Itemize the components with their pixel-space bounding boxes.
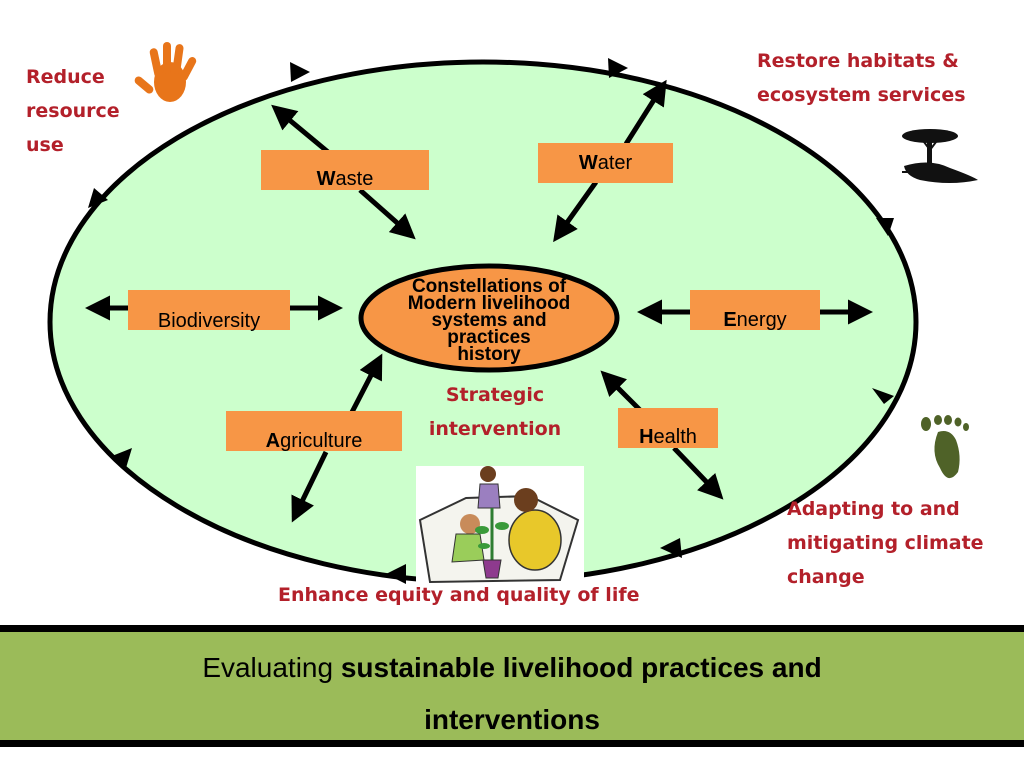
label-restore-line1: Restore habitats & [757,50,959,72]
node-energy-initial: E [723,308,737,331]
label-adapting-line2: mitigating climate [787,532,984,554]
banner-prefix: Evaluating [202,652,341,683]
arrow-agriculture-in [347,353,383,418]
cycle-arrowhead [872,388,894,404]
cycle-arrowheads [88,58,894,584]
hand-icon [134,42,197,102]
node-waste-rest: aste [335,167,374,190]
label-restore: Restore habitats & ecosystem services [757,44,966,112]
cycle-arrowhead [386,564,406,584]
cycle-arrowhead [88,188,108,208]
label-reduce-line1: Reduce [26,66,105,88]
cycle-arrowhead [290,62,310,82]
arrow-waste-in [358,188,416,240]
label-reduce-line2: resource [26,100,120,122]
arrow-water-out [623,79,667,146]
label-strategic-intervention: Strategic intervention [420,378,570,446]
arrow-health-out [672,446,724,500]
arrow-agriculture-out [291,450,329,523]
banner-line1: Evaluating sustainable livelihood practi… [0,652,1024,684]
community-garden-illustration [416,466,584,586]
center-line5: history [457,343,521,365]
center-line4: practices [447,326,531,348]
node-energy-rest: nergy [736,308,787,331]
node-health-initial: H [639,425,654,448]
center-line1: Constellations of [411,275,567,297]
label-strategic-line1: Strategic [445,384,545,406]
label-adapting-line1: Adapting to and [787,498,960,520]
arrow-waste-out [271,104,330,154]
arrow-health-in [600,370,644,414]
node-waste-initial: W [316,167,336,190]
footprint-icon [921,415,969,479]
center-line2: Modern livelihood [407,292,571,314]
banner-line2: interventions [424,704,600,735]
center-label: Constellations of Modern livelihood syst… [362,270,616,370]
node-agriculture-initial: A [265,429,281,452]
cycle-arrowhead [660,538,682,558]
node-water-rest: ater [597,151,633,174]
label-strategic-line2: intervention [428,418,562,440]
arrow-water-in [553,180,599,243]
cycle-arrowhead [876,218,894,236]
tree-icon [900,124,978,186]
cycle-arrowhead [608,58,628,78]
label-adapting-line3: change [787,566,865,588]
node-agriculture-rest: griculture [280,429,363,452]
node-health-rest: ealth [653,425,697,448]
title-banner: Evaluating sustainable livelihood practi… [0,625,1024,747]
banner-bold: sustainable livelihood practices and [340,652,822,683]
spoke-arrows [85,79,873,523]
label-equity: Enhance equity and quality of life [278,584,640,606]
center-ellipse [358,263,620,373]
node-water-initial: W [578,151,598,174]
label-adapting: Adapting to and mitigating climate chang… [787,492,984,594]
label-restore-line2: ecosystem services [757,84,966,106]
center-line3: systems and [431,309,547,331]
bottom-strip [0,747,1024,768]
label-reduce-line3: use [26,134,64,156]
node-biodiversity: Biodiversity [128,290,290,332]
node-biodiversity-text: Biodiversity [157,309,261,332]
cycle-arrowhead [112,448,132,468]
label-reduce: Reduce resource use [26,60,120,162]
